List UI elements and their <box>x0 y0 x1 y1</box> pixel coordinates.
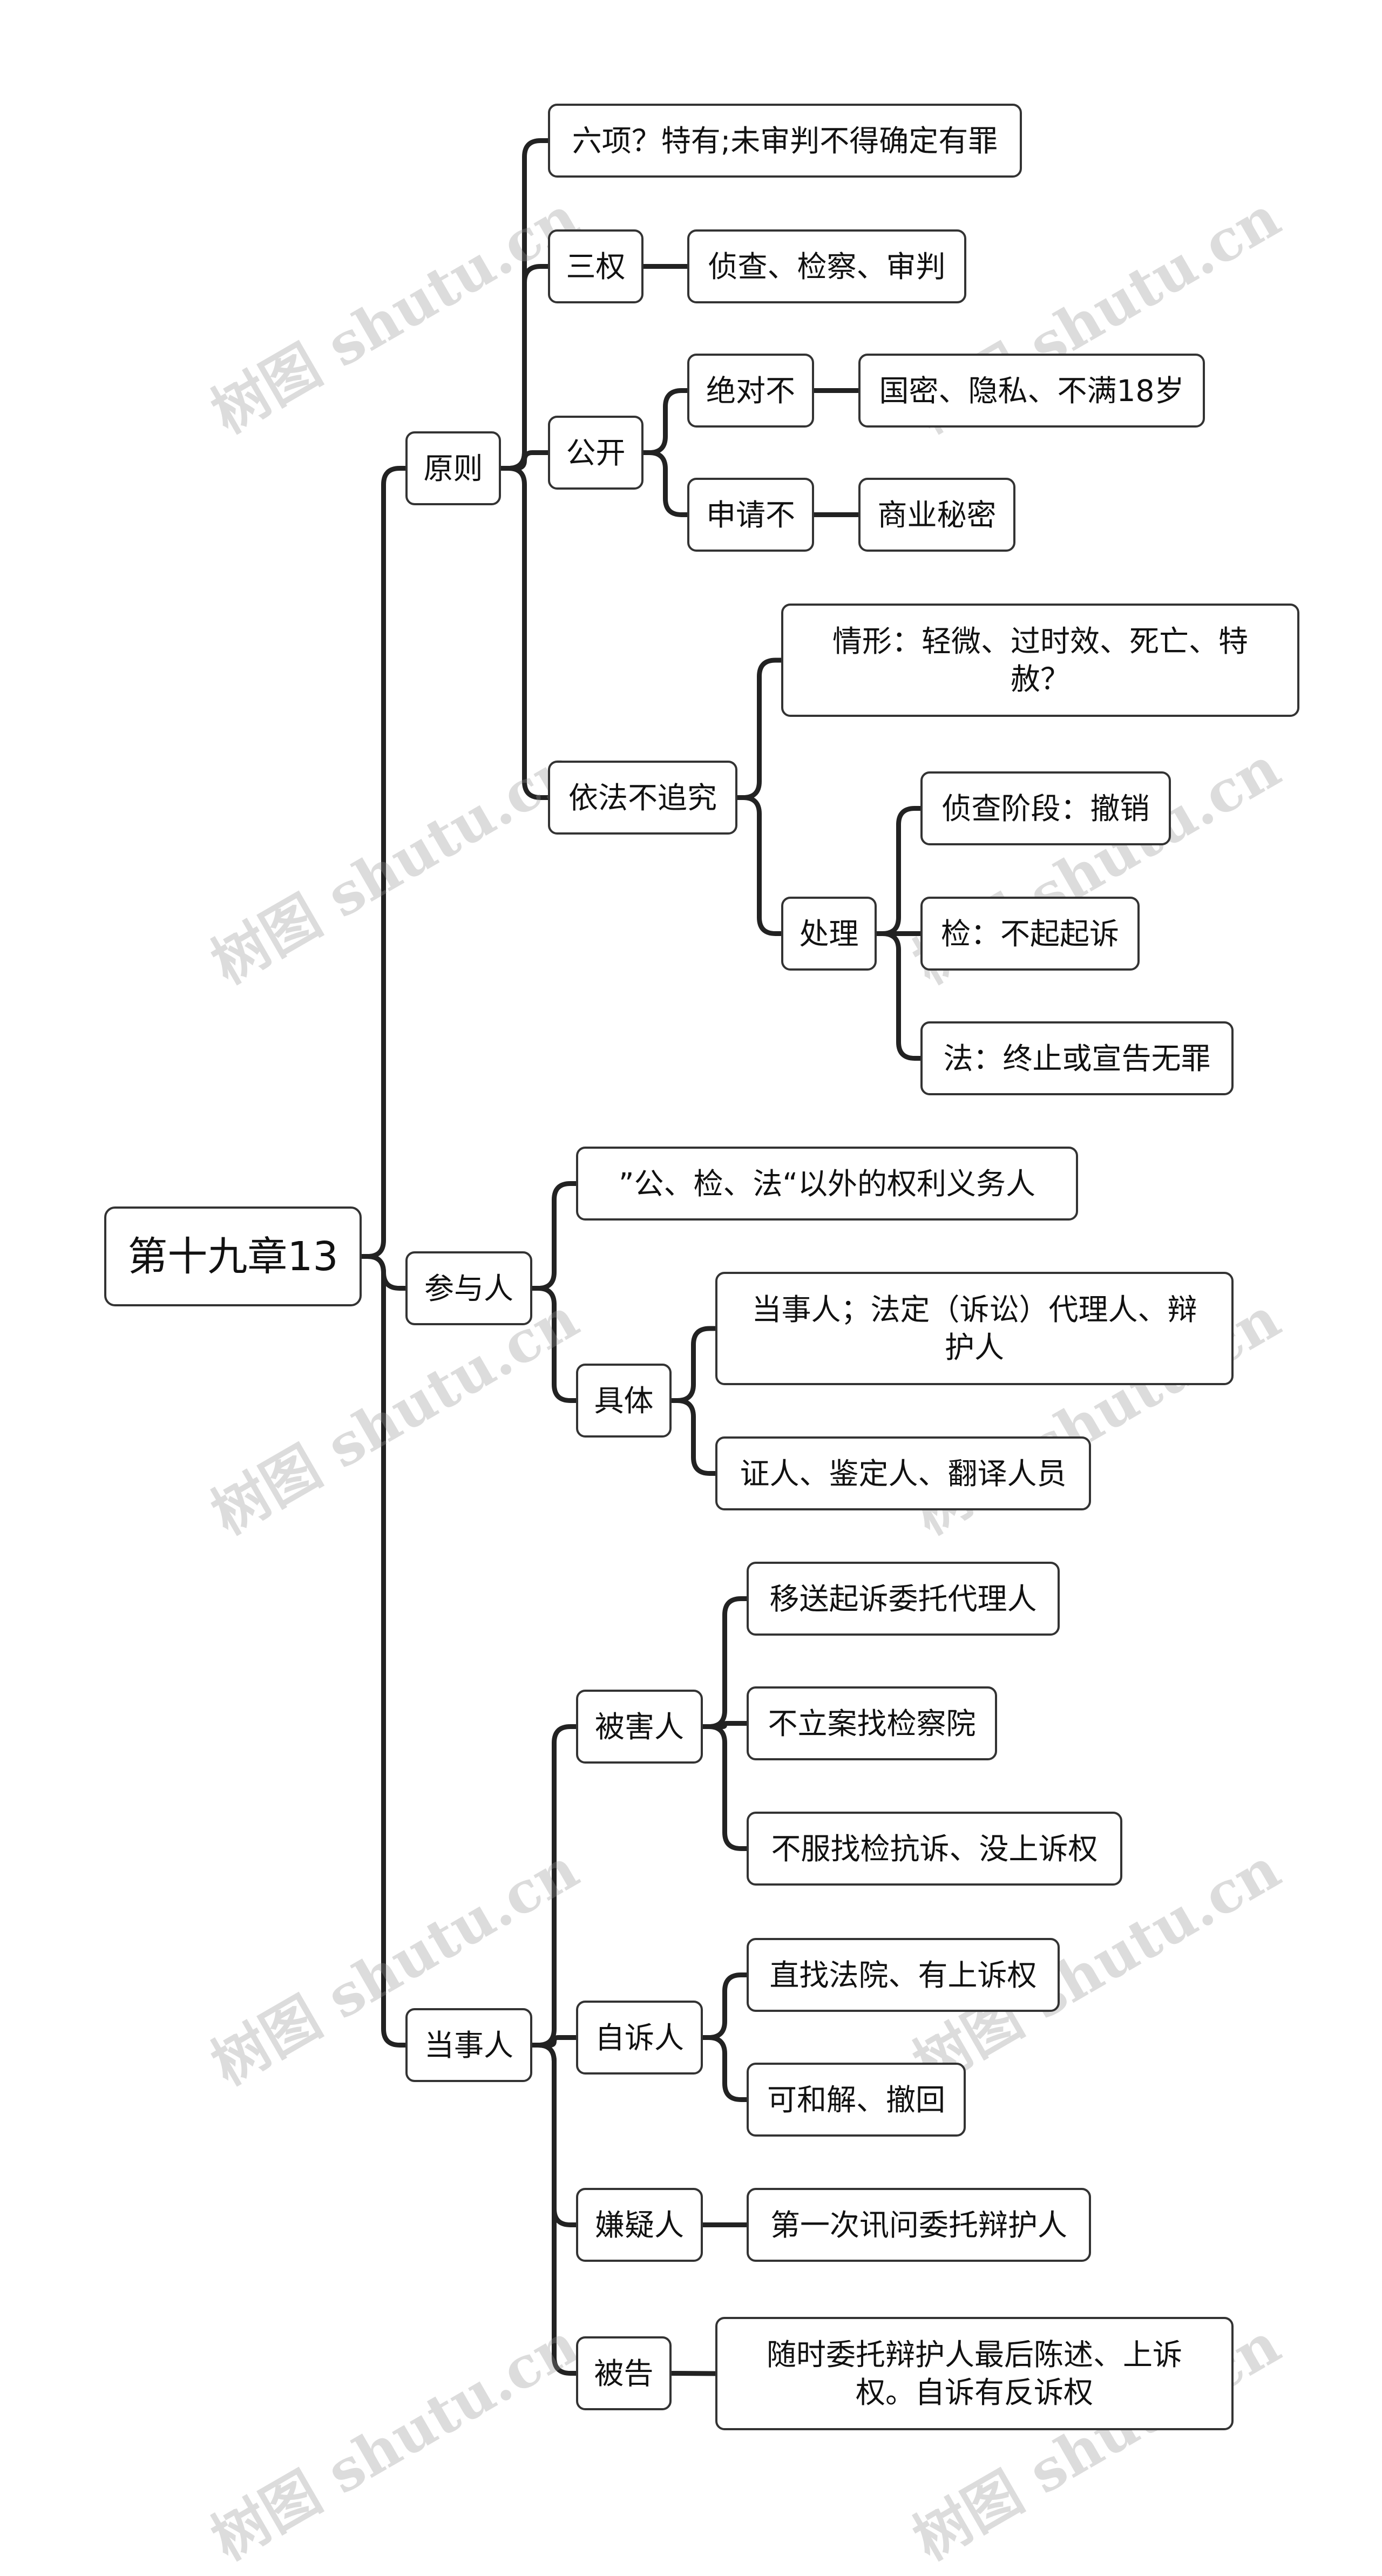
node-victim-item-1[interactable]: 移送起诉委托代理人 <box>747 1562 1060 1636</box>
node-participant-definition[interactable]: ”公、检、法“以外的权利义务人 <box>576 1147 1078 1221</box>
node-victim-item-3[interactable]: 不服找检抗诉、没上诉权 <box>747 1812 1122 1886</box>
connector <box>530 2043 579 2376</box>
node-absolute-closed-detail[interactable]: 国密、隐私、不满18岁 <box>858 354 1205 428</box>
node-investigation-stage[interactable]: 侦查阶段：撤销 <box>920 771 1171 845</box>
connector <box>359 1254 408 2048</box>
node-defendant-item-1[interactable]: 随时委托辩护人最后陈述、上诉权。自诉有反诉权 <box>715 2317 1234 2430</box>
connector <box>874 806 923 936</box>
node-suspect[interactable]: 嫌疑人 <box>576 2188 703 2262</box>
node-closed-on-request[interactable]: 申请不 <box>687 478 814 552</box>
connector <box>530 1181 579 1291</box>
connector <box>700 1596 749 1729</box>
connector <box>700 2035 749 2102</box>
connector <box>700 1721 749 1729</box>
node-victim-item-2[interactable]: 不立案找检察院 <box>747 1686 997 1760</box>
node-private-prosecutor-item-2[interactable]: 可和解、撤回 <box>747 2063 966 2137</box>
mindmap-canvas: 树图 shutu.cn 树图 shutu.cn 树图 shutu.cn 树图 s… <box>104 104 1299 2573</box>
node-witnesses[interactable]: 证人、鉴定人、翻译人员 <box>715 1436 1091 1510</box>
connector <box>669 1398 718 1476</box>
node-six-items[interactable]: 六项？特有;未审判不得确定有罪 <box>548 104 1022 178</box>
node-participants[interactable]: 参与人 <box>405 1251 532 1325</box>
connector <box>735 657 784 800</box>
root-node[interactable]: 第十九章13 <box>104 1206 362 1306</box>
connector <box>641 388 690 455</box>
node-court[interactable]: 法：终止或宣告无罪 <box>920 1021 1234 1095</box>
connector <box>359 466 408 1259</box>
node-private-prosecutor-item-1[interactable]: 直找法院、有上诉权 <box>747 1938 1060 2012</box>
connector <box>669 1326 718 1403</box>
node-three-powers-detail[interactable]: 侦查、检察、审判 <box>687 229 966 303</box>
connector <box>530 1286 579 1403</box>
node-absolute-closed[interactable]: 绝对不 <box>687 354 814 428</box>
connector <box>700 1724 749 1851</box>
connector <box>735 795 784 936</box>
node-publicity[interactable]: 公开 <box>548 416 643 490</box>
node-victim[interactable]: 被害人 <box>576 1690 703 1764</box>
node-suspect-item-1[interactable]: 第一次讯问委托辩护人 <box>747 2188 1091 2262</box>
node-parties-and-agents[interactable]: 当事人；法定（诉讼）代理人、辩护人 <box>715 1272 1234 1385</box>
node-no-prosecution[interactable]: 依法不追究 <box>548 761 737 835</box>
connector <box>641 450 690 517</box>
node-handling[interactable]: 处理 <box>781 897 877 971</box>
node-three-powers[interactable]: 三权 <box>548 229 643 303</box>
node-defendant[interactable]: 被告 <box>576 2336 672 2410</box>
connector <box>498 466 551 800</box>
node-closed-on-request-detail[interactable]: 商业秘密 <box>858 478 1015 552</box>
connector <box>498 264 551 471</box>
node-procuratorate[interactable]: 检：不起起诉 <box>920 897 1140 971</box>
connector <box>530 1724 579 2048</box>
connector <box>700 1972 749 2040</box>
node-private-prosecutor[interactable]: 自诉人 <box>576 2001 703 2075</box>
node-specific[interactable]: 具体 <box>576 1364 672 1438</box>
connector-lines <box>359 138 923 2376</box>
connector <box>498 450 551 471</box>
node-principle[interactable]: 原则 <box>405 431 501 505</box>
connector <box>874 931 923 1061</box>
node-circumstances[interactable]: 情形：轻微、过时效、死亡、特赦？ <box>781 604 1299 717</box>
connector <box>530 2035 579 2048</box>
node-litigants[interactable]: 当事人 <box>405 2008 532 2082</box>
